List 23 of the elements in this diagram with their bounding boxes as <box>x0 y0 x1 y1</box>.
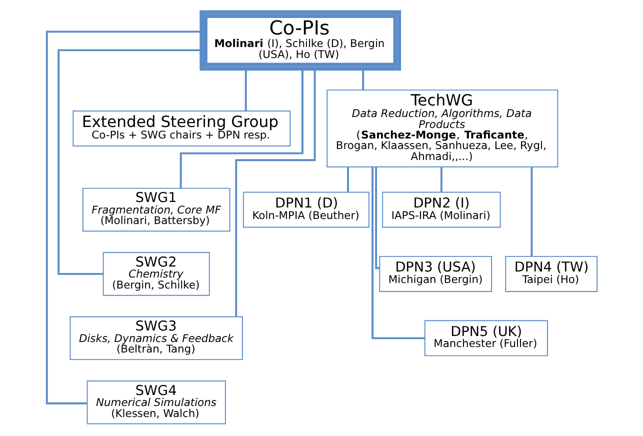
connector <box>57 49 201 275</box>
node-box: TechWG Data Reduction, Algorithms, Data Products (Sanchez-Monge, Traficante, Brogan, Klaassen, Sanhueza, Lee, Rygl, Ahmadi,,...) <box>326 90 558 168</box>
node-box: DPN3 (USA) Michigan (Bergin) <box>378 256 492 292</box>
node-box: SWG3 Disks, Dynamics & Feedback (Beltràn, Tang) <box>69 316 242 360</box>
connector <box>244 68 246 111</box>
node-box: DPN5 (UK) Manchester (Fuller) <box>424 320 548 356</box>
node-box: SWG2 Chemistry (Bergin, Schilke) <box>102 252 210 296</box>
node-box: SWG4 Numerical Simulations (Klessen, Walch) <box>86 380 226 424</box>
connector <box>374 167 380 270</box>
node-box: Co-PIs Molinari (I), Schilke (D), Bergin (USA), Ho (TW) <box>199 10 401 71</box>
node-box: SWG1 Fragmentation, Core MF (Molinari, Battersby) <box>82 188 230 232</box>
connector <box>234 68 316 317</box>
connector <box>179 68 303 188</box>
connector <box>530 167 532 256</box>
node-box: DPN2 (I) IAPS-IRA (Molinari) <box>382 192 500 228</box>
node-box: DPN1 (D) Koln-MPIA (Beuther) <box>242 192 369 228</box>
node-box: DPN4 (TW) Taipei (Ho) <box>504 256 598 292</box>
node-box: Extended Steering Group Co-PIs + SWG chairs + DPN resp. <box>72 110 290 146</box>
connector <box>371 166 424 340</box>
connector <box>346 167 348 192</box>
connector <box>362 68 364 90</box>
connector <box>440 167 442 192</box>
connector <box>45 30 201 404</box>
